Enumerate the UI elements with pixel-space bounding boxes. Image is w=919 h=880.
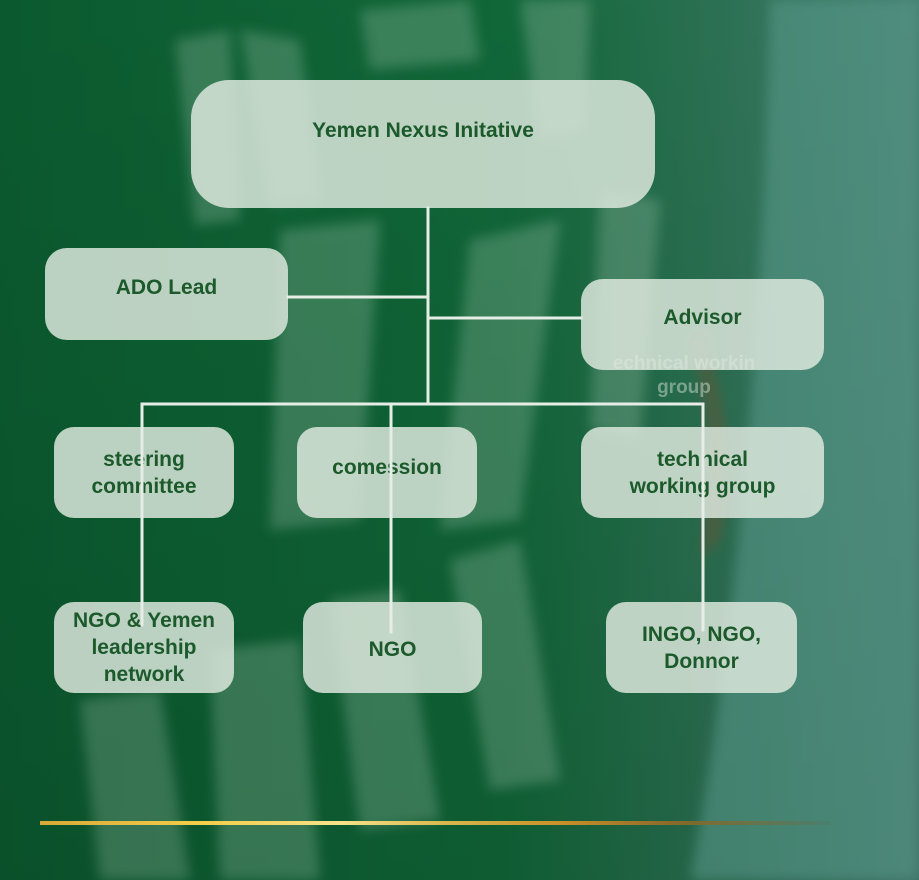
node-steering-committee: steering committee — [54, 427, 234, 518]
node-advisor: Advisor — [581, 279, 824, 370]
node-ado-lead: ADO Lead — [45, 248, 288, 340]
node-steering-committee-label: steering committee — [91, 447, 197, 498]
node-technical-working-group: technical working group — [581, 427, 824, 518]
node-ingo-ngo-donnor: INGO, NGO, Donnor — [606, 602, 797, 693]
node-ingo-label: INGO, NGO, Donnor — [641, 622, 761, 673]
node-ngo-yemen-leadership-network: NGO & Yemen leadership network — [54, 602, 234, 693]
faded-technical-working-group-label: echnical workin group — [612, 353, 756, 398]
node-comession: comession — [297, 427, 477, 518]
node-ngo-yemen-label: NGO & Yemen leadership network — [73, 609, 215, 686]
node-yemen-nexus-initiative: Yemen Nexus Initative — [191, 80, 655, 208]
gold-accent-bar — [40, 821, 830, 825]
node-technical-working-group-label: technical working group — [629, 447, 776, 498]
node-ngo: NGO — [303, 602, 482, 693]
